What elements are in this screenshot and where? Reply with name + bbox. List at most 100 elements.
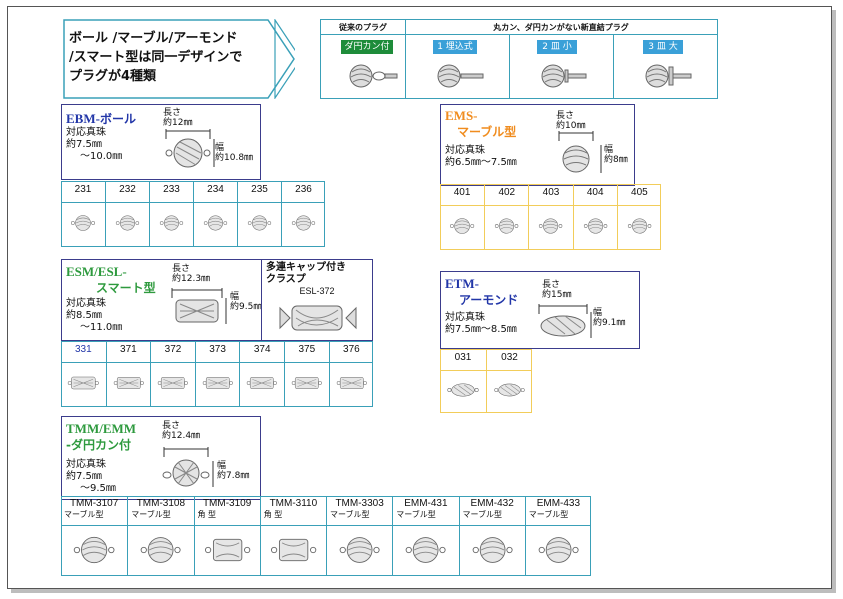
- plug-image-oval: [349, 64, 398, 88]
- esm-code: 371: [120, 344, 137, 355]
- ebm-cell: 235: [237, 181, 281, 247]
- etm-title-code: ETM-: [445, 276, 479, 291]
- etm-width-value: 約9.1㎜: [593, 318, 626, 328]
- tmm-code: EMM-432: [470, 498, 514, 509]
- esm-cell: 331: [61, 341, 106, 407]
- tmm-image: [399, 528, 452, 572]
- esm-pearl-max: ～11.0㎜: [80, 322, 123, 333]
- plug-image-embedded: [437, 64, 484, 88]
- clasp-product-image: [291, 376, 322, 390]
- clasp-product-image: [204, 538, 250, 562]
- tmm-title-code: TMM/EMM: [66, 421, 137, 436]
- tmm-code: TMM-3108: [136, 498, 186, 509]
- tmm-type: マーブル型: [131, 510, 171, 519]
- ebm-cell: 236: [281, 181, 325, 247]
- esm-length-value: 約12.3㎜: [172, 274, 211, 284]
- intro-line: ボール /マーブル/アーモンド: [69, 31, 238, 46]
- esm-code: 372: [164, 344, 182, 355]
- clasp-product-image: [71, 215, 95, 231]
- ems-code: 403: [542, 187, 560, 198]
- esm-image: [291, 363, 323, 403]
- tmm-image: [134, 528, 187, 572]
- ems-diagram: [558, 131, 602, 173]
- clasp-product-image: [157, 376, 188, 390]
- ebm-image: [67, 203, 99, 243]
- tmm-pearl-min: 約7.5㎜: [66, 471, 102, 482]
- esm-image: [246, 363, 278, 403]
- ebm-image: [244, 203, 275, 243]
- ems-image: [624, 206, 655, 246]
- ebm-info-box: EBM-ボール 対応真珠 約7.5㎜ ～10.0㎜ 長さ 約12㎜ 幅 約10.…: [61, 104, 261, 180]
- tmm-info-box: TMM/EMM -ダ円カン付 対応真珠 約7.5㎜ ～9.5㎜ 長さ 約12.4…: [61, 416, 261, 500]
- tmm-image: [67, 528, 121, 572]
- etm-image: [493, 371, 526, 409]
- tmm-type: マーブル型: [462, 510, 503, 519]
- tmm-code: TMM-3110: [269, 498, 318, 509]
- ems-cell: 402: [484, 184, 528, 250]
- clasp-product-image: [627, 218, 652, 234]
- esm-image: [67, 363, 100, 403]
- plug-table: 従来のプラグ 丸カン、ダ円カンがない新直結プラグ ダ円カン付 1 埋込式 2 皿…: [320, 19, 718, 99]
- ebm-pearl-label: 対応真珠: [66, 127, 106, 138]
- clasp-product-image: [405, 537, 446, 563]
- etm-pearl-label: 対応真珠: [445, 312, 485, 323]
- ems-image: [491, 206, 522, 246]
- clasp-product-image: [538, 537, 579, 563]
- ebm-length-label: 長さ: [163, 108, 182, 118]
- esm-image: [113, 363, 145, 403]
- esm-diagram: [171, 288, 227, 324]
- esm-title-code: ESM/ESL-: [66, 264, 127, 279]
- etm-info-box: ETM- アーモンド 対応真珠 約7.5㎜～8.5㎜ 長さ 約15㎜ 幅 約9.…: [440, 271, 640, 349]
- ebm-width-label: 幅: [215, 143, 225, 153]
- ems-title-name: マーブル型: [457, 125, 517, 139]
- plug-tag-large-dish: 3 皿 大: [643, 40, 683, 54]
- tmm-image: [267, 528, 320, 572]
- tmm-length-value: 約12.4㎜: [162, 431, 201, 441]
- etm-pearl-range: 約7.5㎜～8.5㎜: [445, 324, 517, 335]
- esm-cell: 375: [284, 341, 329, 407]
- tmm-width-label: 幅: [217, 461, 227, 471]
- ebm-code: 236: [295, 184, 312, 195]
- tmm-type: マーブル型: [528, 510, 569, 519]
- ebm-pearl-max: ～10.0㎜: [80, 151, 123, 162]
- col-new-plug-title: 丸カン、ダ円カンがない新直結プラグ: [493, 23, 629, 32]
- ebm-cell: 233: [149, 181, 193, 247]
- ebm-code: 233: [163, 184, 180, 195]
- esm-cell: 376: [328, 341, 374, 407]
- clasp-product-image: [159, 215, 184, 231]
- tmm-code: EMM-433: [536, 498, 581, 509]
- clasp-product-image: [494, 383, 525, 397]
- clasp-product-image: [202, 376, 233, 390]
- ebm-code: 235: [251, 184, 268, 195]
- esm-cell: 373: [194, 341, 240, 407]
- clasp-product-image: [203, 215, 228, 231]
- plug-image-large-dish: [645, 64, 692, 88]
- clasp-product-image: [472, 537, 513, 563]
- intro-line: /スマート型は同一デザインで: [69, 50, 243, 65]
- clasp-code: ESL-372: [299, 286, 335, 296]
- ems-code: 405: [631, 187, 648, 198]
- tmm-diagram: [162, 447, 214, 487]
- esm-width-value: 約9.5㎜: [230, 302, 263, 312]
- ems-pearl-label: 対応真珠: [445, 145, 485, 156]
- etm-cell: 031: [440, 349, 486, 413]
- ems-cell: 404: [572, 184, 617, 250]
- esm-code: 375: [298, 344, 316, 355]
- clasp-product-image: [247, 215, 272, 231]
- ebm-cell: 234: [193, 181, 237, 247]
- clasp-product-image: [73, 536, 115, 564]
- etm-width-label: 幅: [593, 308, 603, 318]
- esm-code: 373: [209, 344, 226, 355]
- tmm-length-label: 長さ: [162, 421, 181, 431]
- esm-pearl-min: 約8.5㎜: [66, 310, 102, 321]
- etm-title-name: アーモンド: [459, 293, 519, 307]
- etm-code: 031: [454, 352, 472, 363]
- clasp-product-image: [495, 218, 519, 234]
- esm-length-label: 長さ: [172, 264, 191, 274]
- esm-cell: 374: [239, 341, 284, 407]
- ems-code: 401: [453, 187, 471, 198]
- ebm-image: [112, 203, 143, 243]
